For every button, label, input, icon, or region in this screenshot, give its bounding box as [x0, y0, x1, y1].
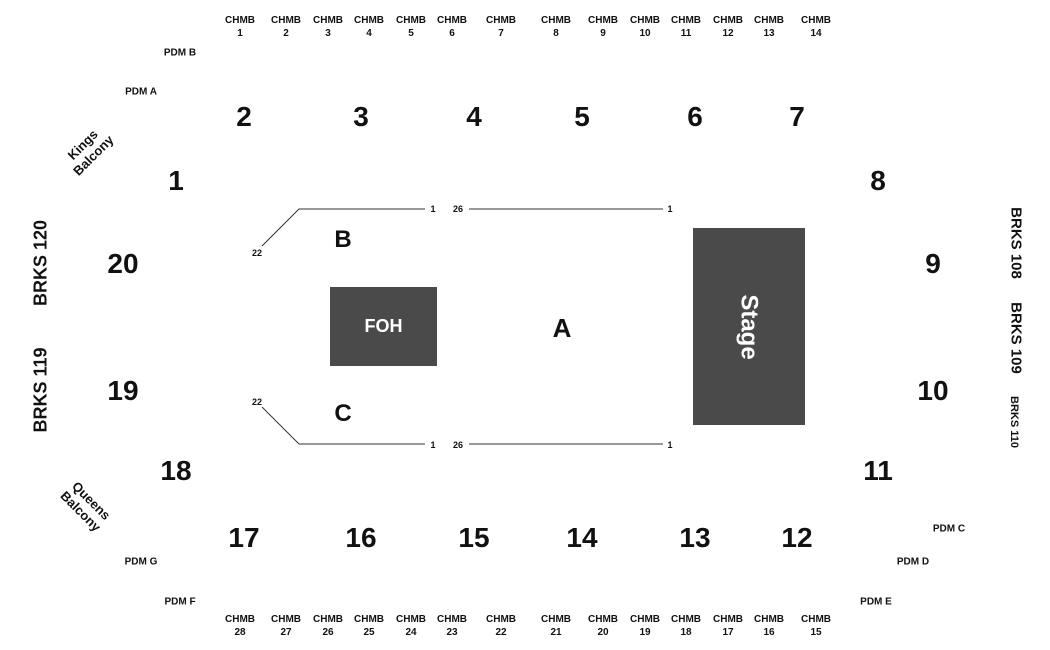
section-7[interactable]: 7	[789, 101, 805, 132]
section-17[interactable]: 17	[228, 522, 260, 553]
section-4[interactable]: 4	[466, 101, 482, 132]
section-3[interactable]: 3	[353, 101, 369, 132]
row-number: 22	[251, 248, 263, 258]
section-2[interactable]: 2	[236, 101, 252, 132]
section-18[interactable]: 18	[160, 455, 192, 486]
section-11[interactable]: 11	[863, 455, 893, 486]
row-number: 1	[430, 204, 436, 214]
section-19[interactable]: 19	[107, 375, 139, 406]
section-a[interactable]: A	[552, 313, 572, 343]
stage-label: Stage	[735, 293, 763, 360]
section-6[interactable]: 6	[687, 101, 703, 132]
stage-box: Stage	[693, 228, 805, 425]
row-number: 1	[667, 440, 673, 450]
section-1[interactable]: 1	[168, 165, 184, 196]
section-b-row-line	[261, 208, 425, 247]
pdm-c-label[interactable]: PDM C	[932, 523, 966, 535]
section-10[interactable]: 10	[917, 375, 949, 406]
section-5[interactable]: 5	[574, 101, 590, 132]
section-12[interactable]: 12	[781, 522, 813, 553]
section-14[interactable]: 14	[566, 522, 598, 553]
pdm-b-label[interactable]: PDM B	[163, 47, 197, 59]
row-number: 26	[452, 440, 464, 450]
section-9[interactable]: 9	[925, 248, 941, 279]
section-13[interactable]: 13	[679, 522, 711, 553]
section-16[interactable]: 16	[345, 522, 377, 553]
section-15[interactable]: 15	[458, 522, 490, 553]
row-number: 26	[452, 204, 464, 214]
foh-label: FOH	[364, 316, 403, 336]
section-c[interactable]: C	[334, 400, 352, 427]
pdm-a-label[interactable]: PDM A	[125, 86, 157, 98]
section-b[interactable]: B	[334, 226, 352, 253]
pdm-f-label[interactable]: PDM F	[164, 596, 196, 608]
foh-box: FOH	[330, 287, 437, 366]
row-number: 1	[430, 440, 436, 450]
section-20[interactable]: 20	[107, 248, 139, 279]
row-number: 22	[251, 397, 263, 407]
pdm-e-label[interactable]: PDM E	[860, 596, 892, 608]
section-c-row-line	[261, 406, 425, 445]
pdm-g-label[interactable]: PDM G	[124, 556, 158, 568]
row-number: 1	[667, 204, 673, 214]
section-8[interactable]: 8	[870, 165, 886, 196]
pdm-d-label[interactable]: PDM D	[896, 556, 930, 568]
